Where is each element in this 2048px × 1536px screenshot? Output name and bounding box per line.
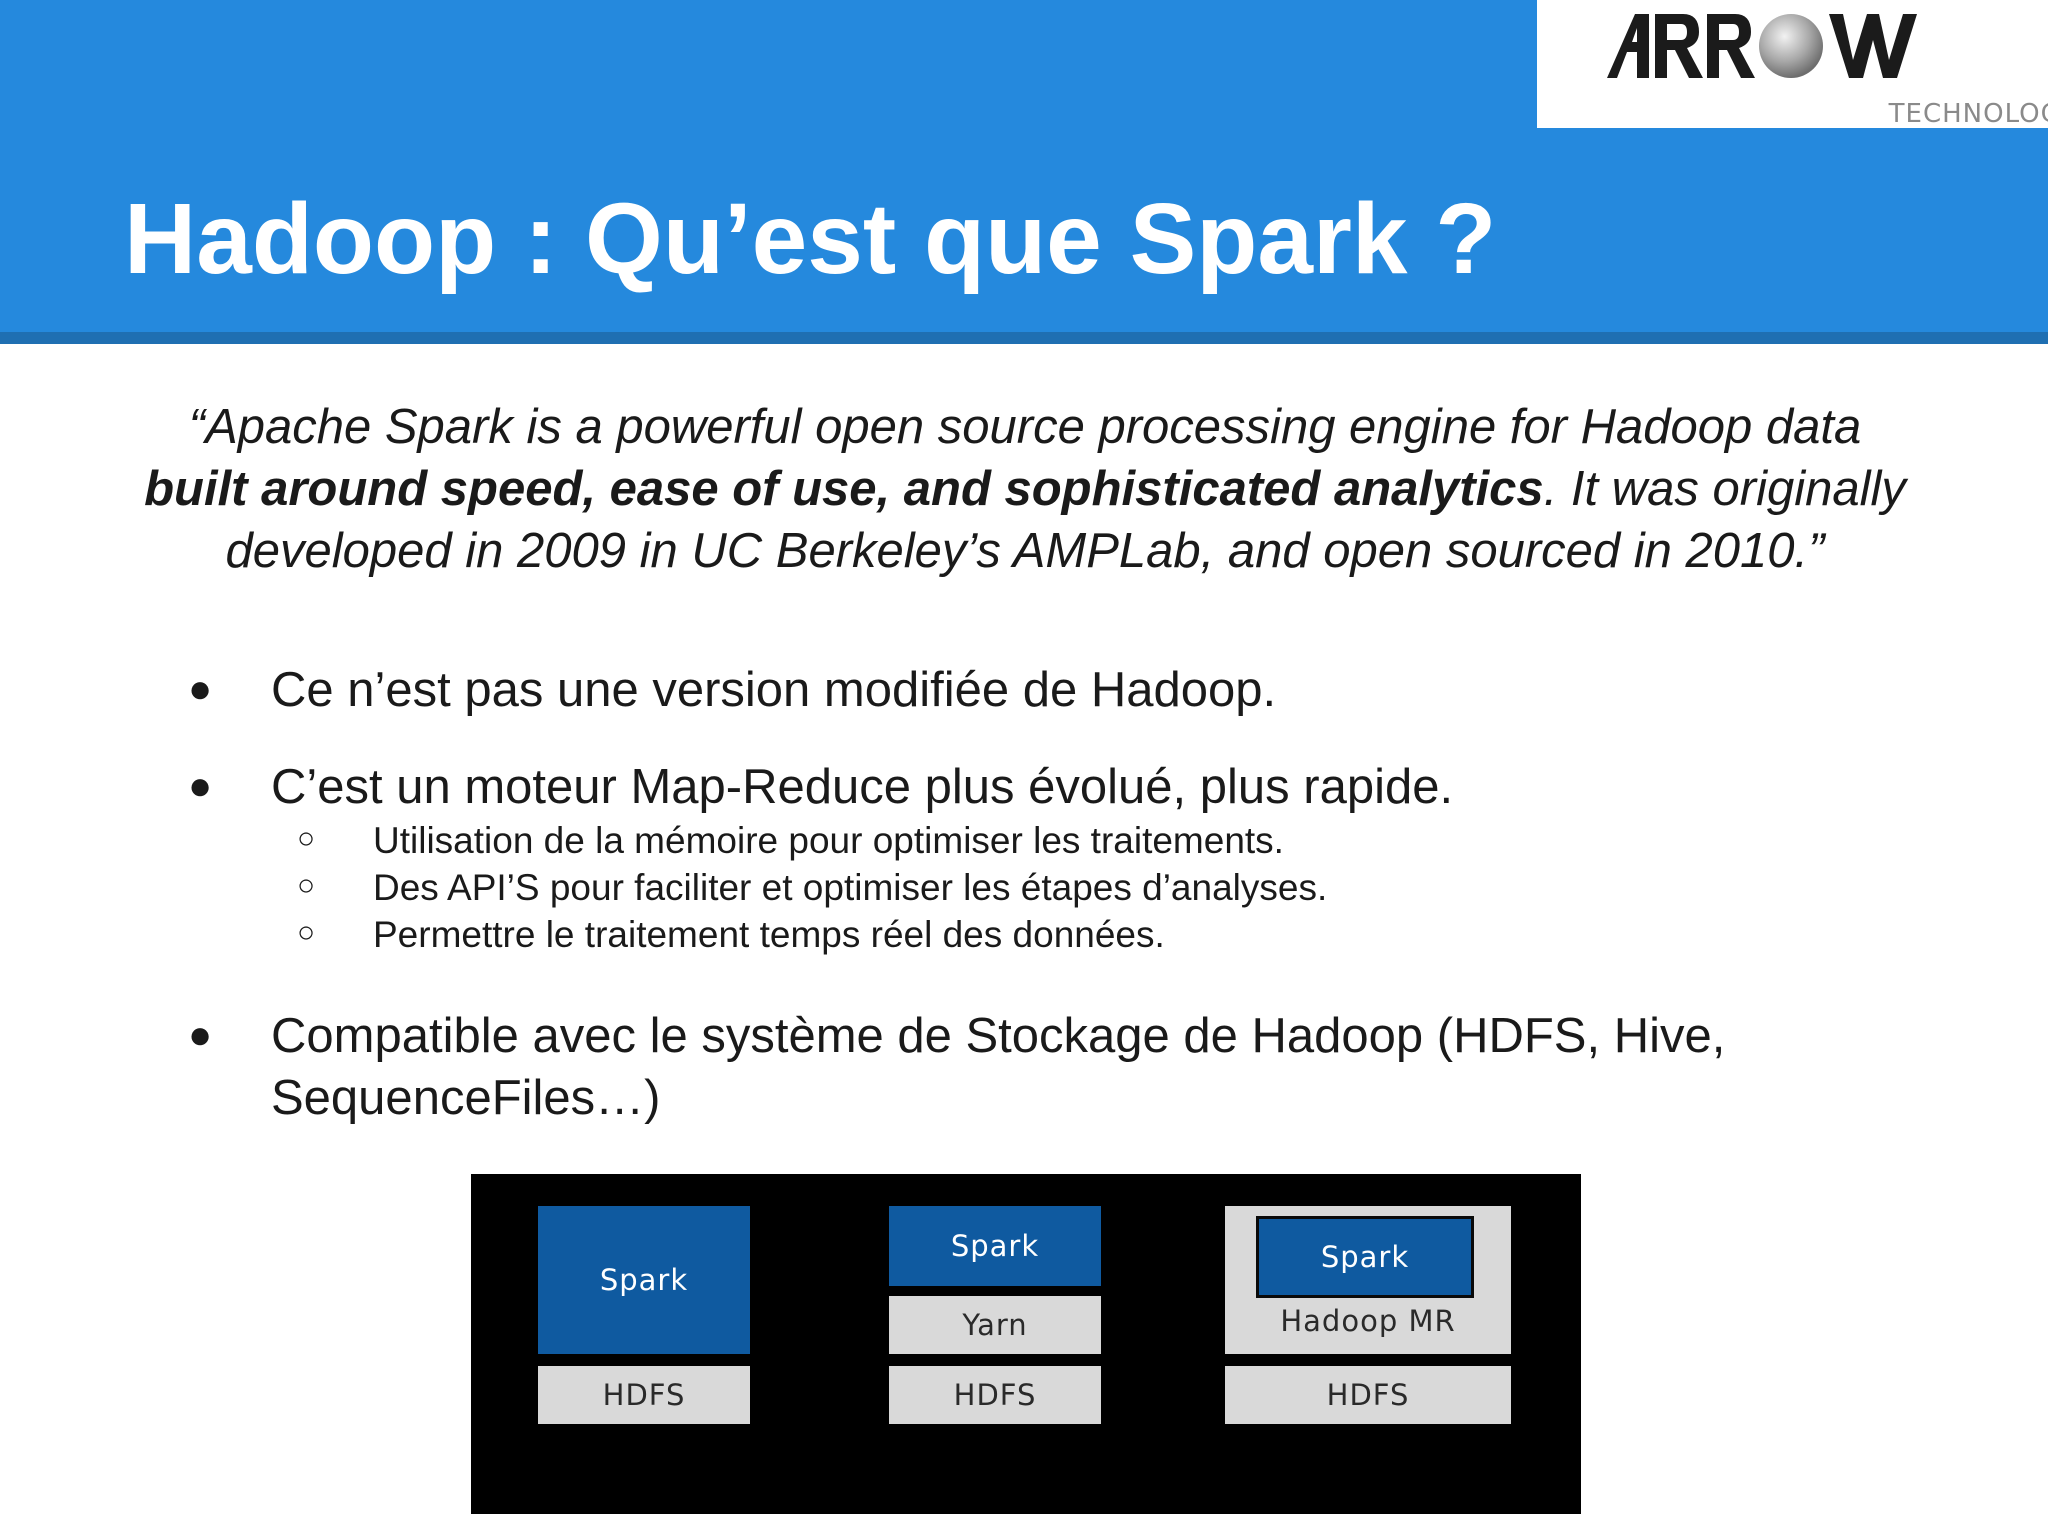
spark-deployment-diagram: Spark HDFS Spark Yarn HDFS Hadoop MR Spa… <box>471 1174 1581 1514</box>
stack3-spark-block: Spark <box>1256 1216 1474 1298</box>
quote-text-end: . It was originally developed in 2009 in… <box>225 462 1906 578</box>
arrow-logo-icon: TECHNOLOGY <box>1607 14 2048 128</box>
sub-bullet-text: Utilisation de la mémoire pour optimiser… <box>373 820 1284 861</box>
stack3-hdfs-block: HDFS <box>1225 1366 1511 1424</box>
sub-bullet-circle-icon: ○ <box>297 822 316 855</box>
bullet-dot-icon: ● <box>188 667 213 711</box>
quote-text-start: “Apache Spark is a powerful open source … <box>188 400 1862 454</box>
bullet-text: C’est un moteur Map-Reduce plus évolué, … <box>271 760 1454 814</box>
bullet-text: Ce n’est pas une version modifiée de Had… <box>271 663 1277 717</box>
sub-bullet-circle-icon: ○ <box>297 869 316 902</box>
sub-bullet-text: Permettre le traitement temps réel des d… <box>373 914 1165 955</box>
quote-text-emphasis: built around speed, ease of use, and sop… <box>144 462 1544 516</box>
bullet-dot-icon: ● <box>188 764 213 808</box>
stack1-spark-block: Spark <box>538 1206 750 1354</box>
sub-bullet-circle-icon: ○ <box>297 916 316 949</box>
bullet-text: Compatible avec le système de Stockage d… <box>271 1009 1726 1125</box>
svg-text:TECHNOLOGY: TECHNOLOGY <box>1888 99 2048 128</box>
bullet-dot-icon: ● <box>188 1013 213 1057</box>
stack2-hdfs-block: HDFS <box>889 1366 1101 1424</box>
title-banner-rule <box>0 332 2048 344</box>
stack1-hdfs-block: HDFS <box>538 1366 750 1424</box>
stack2-yarn-block: Yarn <box>889 1296 1101 1354</box>
slide-title: Hadoop : Qu’est que Spark ? <box>124 183 1497 295</box>
arrow-technology-logo: TECHNOLOGY <box>1537 0 2048 128</box>
sub-bullet-text: Des API’S pour faciliter et optimiser le… <box>373 867 1328 908</box>
stack2-spark-block: Spark <box>889 1206 1101 1286</box>
spark-definition-quote: “Apache Spark is a powerful open source … <box>140 396 1910 582</box>
